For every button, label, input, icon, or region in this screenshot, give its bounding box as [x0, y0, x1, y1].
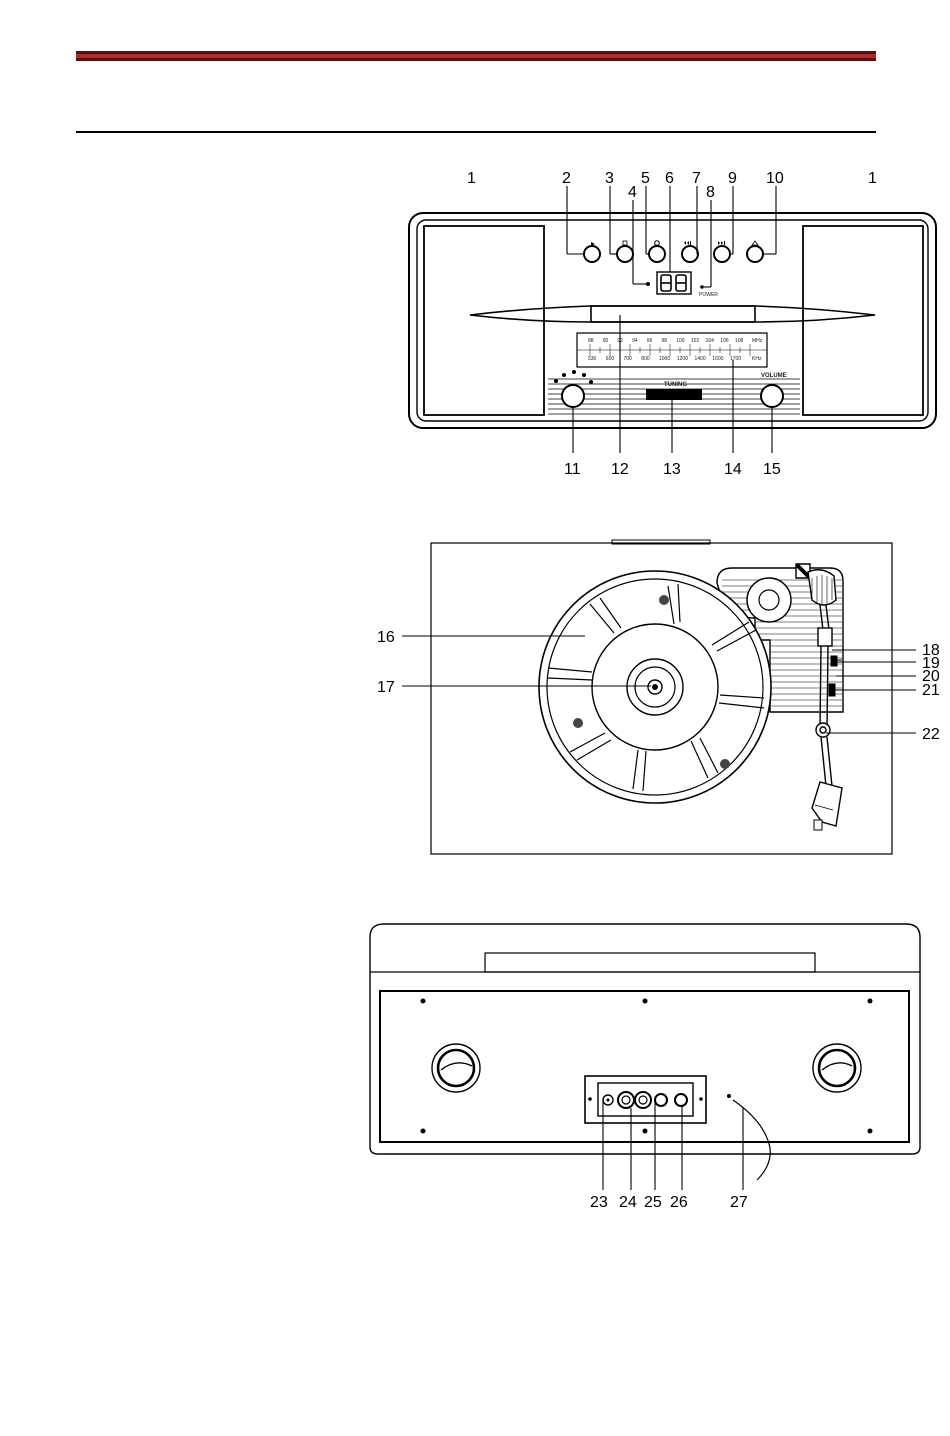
fm-scale-label: 92	[617, 338, 623, 344]
fm-scale-label: 96	[647, 338, 653, 344]
callout-1-right: 1	[868, 170, 877, 187]
callout-3: 3	[605, 170, 614, 187]
back-panel	[380, 991, 909, 1142]
callout-13: 13	[663, 461, 681, 478]
callout-25: 25	[644, 1194, 662, 1211]
rca-jack-right[interactable]	[635, 1092, 651, 1108]
am-scale-label: 700	[624, 356, 633, 362]
callout-5: 5	[641, 170, 650, 187]
fm-scale-label: 108	[735, 338, 744, 344]
am-scale-label: 1000	[659, 356, 670, 362]
callout-12: 12	[611, 461, 629, 478]
fm-scale-label: 106	[720, 338, 729, 344]
volume-label: VOLUME	[761, 373, 787, 379]
front-view	[409, 186, 936, 453]
am-scale-label: 1400	[695, 356, 706, 362]
fm-unit-label: MHz	[752, 338, 763, 344]
back-view-text: 23 24 25 26 27	[590, 1194, 748, 1211]
ir-sensor	[646, 282, 650, 286]
am-scale-label: 1700	[730, 356, 741, 362]
callout-24: 24	[619, 1194, 637, 1211]
callout-17: 17	[377, 679, 395, 696]
callout-27: 27	[730, 1194, 748, 1211]
jack-25[interactable]	[655, 1094, 667, 1106]
callout-23: 23	[590, 1194, 608, 1211]
tuning-label: TUNING	[664, 382, 687, 388]
callout-26: 26	[670, 1194, 688, 1211]
am-scale-label: 800	[641, 356, 650, 362]
top-view	[402, 540, 916, 854]
tuning-knob[interactable]	[646, 389, 702, 400]
eject-icon	[752, 241, 758, 245]
callout-2: 2	[562, 170, 571, 187]
back-view	[370, 924, 920, 1190]
function-marks	[554, 370, 593, 384]
repeat-button[interactable]	[649, 246, 665, 262]
am-unit-label: KHz	[752, 356, 762, 362]
callout-14: 14	[724, 461, 742, 478]
lid-edge	[485, 953, 815, 972]
skip-back-icon	[684, 241, 691, 245]
back-leader-lines	[603, 1100, 743, 1190]
callout-7: 7	[692, 170, 701, 187]
function-selector-knob[interactable]	[562, 385, 584, 407]
back-screws	[421, 999, 873, 1134]
am-scale-label: 1200	[677, 356, 688, 362]
skip-back-button[interactable]	[682, 246, 698, 262]
fm-scale-label: 90	[603, 338, 609, 344]
callout-10: 10	[766, 170, 784, 187]
callout-1-left: 1	[467, 170, 476, 187]
am-scale-label: 530	[588, 356, 597, 362]
fm-scale-label: 104	[706, 338, 715, 344]
adapter-holder	[747, 578, 791, 622]
callout-4: 4	[628, 184, 637, 201]
callout-16: 16	[377, 629, 395, 646]
callout-15: 15	[763, 461, 781, 478]
fm-scale-label: 102	[691, 338, 700, 344]
jack-26[interactable]	[675, 1094, 687, 1106]
play-pause-button[interactable]	[584, 246, 600, 262]
antenna-exit	[727, 1094, 731, 1098]
callout-8: 8	[706, 184, 715, 201]
power-indicator	[700, 285, 704, 289]
cd-slot-bezel	[470, 306, 875, 322]
skip-forward-button[interactable]	[714, 246, 730, 262]
volume-knob[interactable]	[761, 385, 783, 407]
fm-scale-label: 98	[662, 338, 668, 344]
callout-22: 22	[922, 726, 940, 743]
stop-button[interactable]	[617, 246, 633, 262]
callout-21: 21	[922, 682, 940, 699]
cd-slot[interactable]	[591, 306, 755, 322]
am-scale-label: 1600	[712, 356, 723, 362]
skip-forward-icon	[718, 241, 725, 245]
fm-scale-label: 88	[588, 338, 594, 344]
eject-button[interactable]	[747, 246, 763, 262]
am-scale-label: 600	[606, 356, 615, 362]
back-cabinet	[370, 924, 920, 1154]
callout-9: 9	[728, 170, 737, 187]
callout-11: 11	[564, 461, 581, 478]
repeat-icon	[655, 241, 660, 246]
am-scale: 530 600 700 800 1000 1200 1400 1600 1700	[588, 356, 741, 362]
fm-antenna-wire	[733, 1100, 770, 1180]
callout-6: 6	[665, 170, 674, 187]
fm-scale-label: 100	[676, 338, 685, 344]
rca-jack-left[interactable]	[618, 1092, 634, 1108]
power-label: POWER	[699, 292, 718, 298]
stop-icon	[623, 241, 627, 245]
fm-scale-label: 94	[632, 338, 638, 344]
fm-scale: 88 90 92 94 96 98 100 102 104 106 108	[588, 338, 744, 344]
front-leader-lines	[567, 186, 776, 453]
